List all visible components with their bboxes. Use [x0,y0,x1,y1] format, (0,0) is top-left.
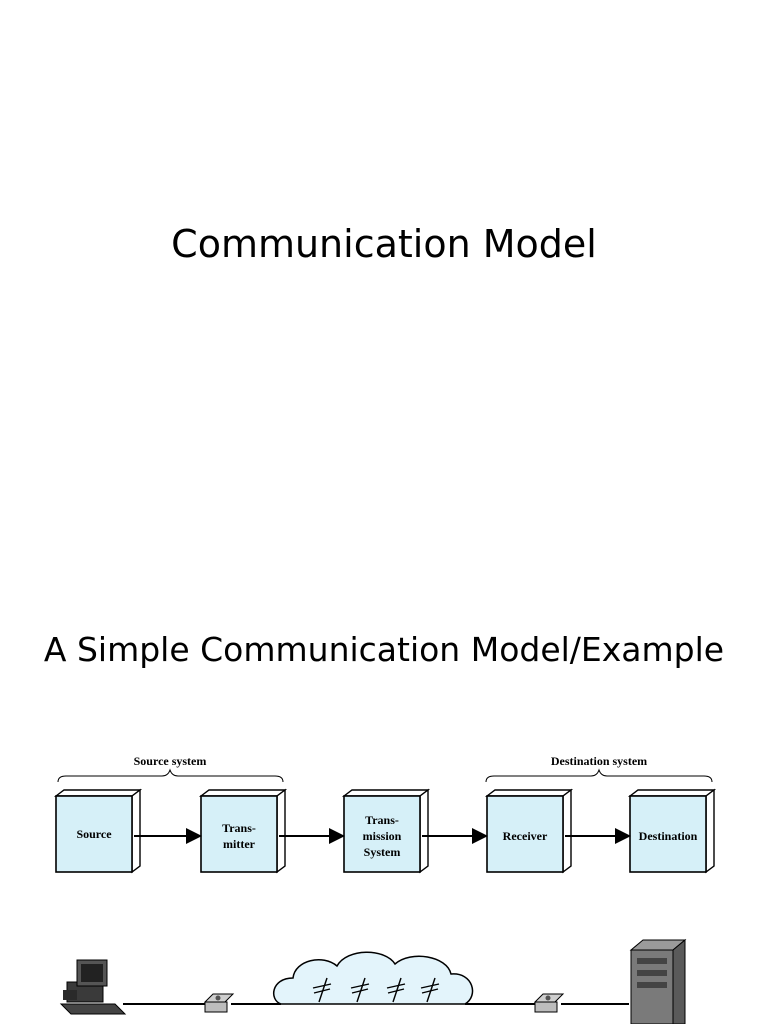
block-source: Source [53,788,143,874]
brace-destination-system [485,768,713,783]
modem-icon [203,993,235,1013]
group-label-destination-system: Destination system [551,754,647,768]
block-destination: Destination [627,788,717,874]
block-transmission-system: Trans- mission System [341,788,431,874]
block-label: Source [76,827,112,841]
block-label: Destination [639,829,698,843]
block-label: Trans- [222,821,256,835]
server-icon [629,938,687,1024]
communication-model-diagram: Source system Destination system Source … [53,754,717,874]
block-label: mission [363,829,402,843]
cloud-icon [272,951,474,1005]
group-label-source-system: Source system [134,754,207,768]
workstation-icon [59,959,127,1015]
block-label: Receiver [503,829,548,843]
block-label: System [364,845,401,859]
block-label: mitter [223,837,256,851]
brace-source-system [57,768,284,783]
modem-icon [533,993,565,1013]
slide-title-example: A Simple Communication Model/Example [43,630,725,669]
network-illustration [59,938,687,1024]
block-label: Trans- [365,813,399,827]
block-receiver: Receiver [484,788,574,874]
block-transmitter: Trans- mitter [198,788,288,874]
slide-title: Communication Model [171,222,597,266]
